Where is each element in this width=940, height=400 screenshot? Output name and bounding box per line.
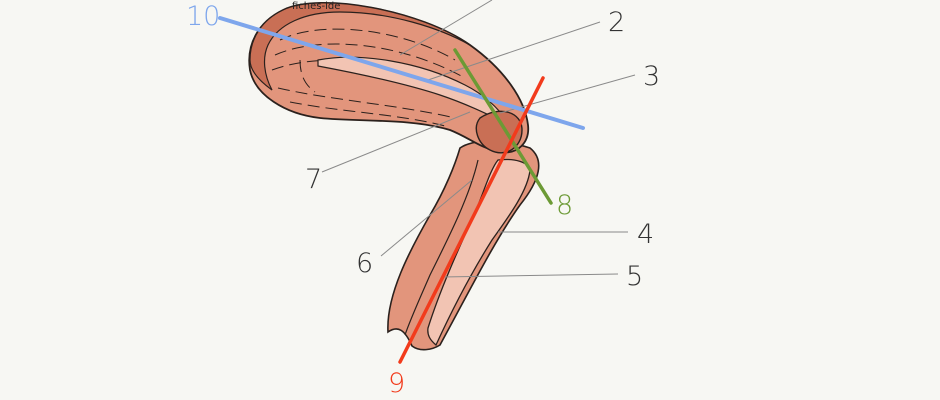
- blue-plane-line: [218, 16, 585, 130]
- leader-line-1: [399, 0, 493, 56]
- uterine-serosa-band: [249, 2, 471, 91]
- label-6: 6: [356, 248, 373, 279]
- leader-line-6: [380, 179, 473, 257]
- leader-line-5: [441, 273, 619, 278]
- vaginal-wall-seam: [404, 159, 479, 336]
- green-plane-line: [453, 48, 553, 205]
- leader-lines: [321, 0, 636, 278]
- label-4: 4: [637, 219, 654, 250]
- leader-line-7: [321, 111, 471, 173]
- label-5: 5: [626, 261, 643, 292]
- watermark-text: fiches-ide: [292, 1, 340, 12]
- red-plane-line: [398, 76, 545, 364]
- label-3: 3: [643, 61, 660, 92]
- label-7: 7: [305, 164, 322, 195]
- label-10: 10: [186, 1, 220, 32]
- label-2: 2: [608, 7, 625, 38]
- leader-line-2: [427, 21, 601, 81]
- leader-line-3: [499, 74, 636, 114]
- label-8: 8: [556, 190, 573, 221]
- label-9: 9: [388, 368, 405, 399]
